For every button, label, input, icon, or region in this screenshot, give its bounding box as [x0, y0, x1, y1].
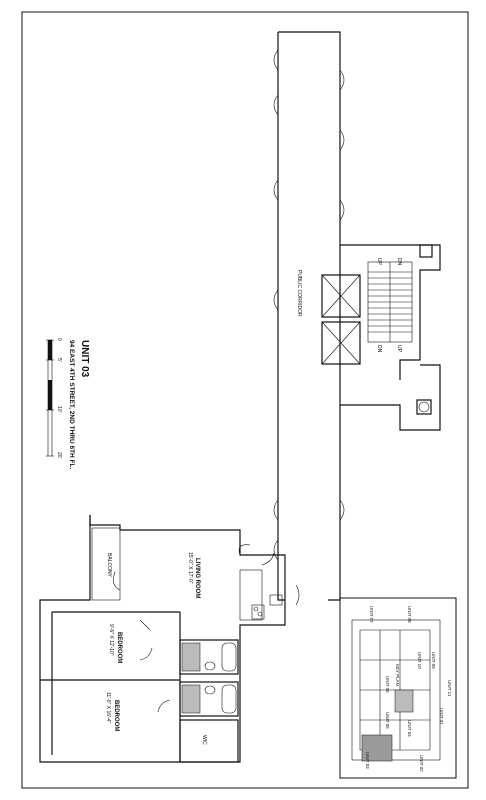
walk-in-closet: [179, 719, 239, 763]
key-plan-unit: UNIT 03: [365, 752, 370, 769]
bedroom-1-label: BEDROOM: [116, 632, 122, 663]
key-plan-unit: UNIT 08: [407, 606, 412, 623]
unit-address: 94 EAST 4TH STREET, 2ND THRU 6TH FL.: [68, 340, 75, 469]
stair-down-label: DN: [376, 345, 382, 353]
balcony: [91, 527, 121, 601]
stair-up-label: UP: [396, 345, 402, 353]
elevator-1: [321, 274, 361, 318]
key-plan-unit: UNIT 01: [439, 708, 444, 725]
scale-tick: 5': [56, 358, 62, 362]
unit-03: [39, 515, 286, 763]
bathroom-2: [179, 681, 239, 717]
stair: [367, 261, 413, 343]
wic-label: WIC: [201, 735, 207, 745]
bedroom-2-dims: 11'-0" X 16'-4": [105, 692, 111, 723]
key-plan: [339, 597, 457, 779]
key-plan-unit: UNIT 05: [385, 712, 390, 729]
key-plan-unit: UNIT 04: [407, 720, 412, 737]
scale-tick: 10': [56, 406, 62, 413]
key-plan-unit: UNIT 07: [369, 606, 374, 623]
key-plan-unit: UNIT 10: [417, 652, 422, 669]
key-plan-unit: UNIT 09: [431, 652, 436, 669]
kitchen-counter: [239, 569, 263, 621]
building-core: UP DN DN UP: [321, 244, 441, 431]
bathroom-1: [179, 639, 239, 675]
key-plan-unit: UNIT 02: [419, 755, 424, 772]
key-plan-unit: UNIT 06: [385, 676, 390, 693]
living-room-dims: 15'-0" X 17'-0": [187, 552, 193, 584]
elevator-2: [321, 321, 361, 365]
bedroom-2-label: BEDROOM: [113, 700, 119, 731]
stair-up-label: UP: [376, 258, 382, 266]
scale-bar: [46, 339, 54, 457]
stair-down-label: DN: [396, 258, 402, 266]
balcony-label: BALCONY: [106, 553, 112, 578]
living-room-label: LIVING ROOM: [194, 558, 200, 598]
scale-tick: 0: [56, 338, 62, 341]
unit-title: UNIT 03: [79, 340, 90, 378]
sheet-border: [21, 11, 469, 789]
key-plan-unit: UNIT 11: [447, 680, 452, 697]
scale-tick: 20': [56, 452, 62, 459]
key-plan-title: KEY PLAN: [395, 664, 400, 686]
bedroom-1-dims: 9'-6" X 12'-10": [108, 624, 114, 656]
corridor-label: PUBLIC CORRIDOR: [296, 270, 302, 317]
public-corridor: [273, 31, 345, 606]
